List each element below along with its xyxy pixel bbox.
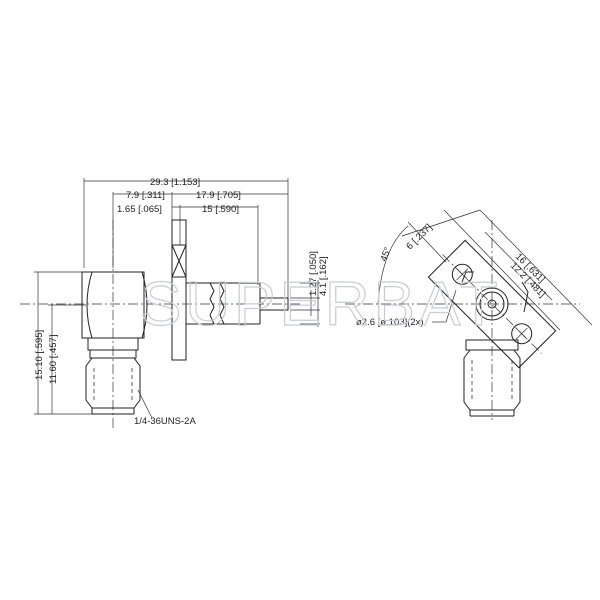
dim-angle: 45° (378, 246, 393, 263)
dim-overall-height: 15.10 [.595] (34, 330, 45, 380)
dim-flange-to-end: 17.9 [.705] (196, 190, 241, 201)
dim-hole-diameter: ø2.6 [ø.103](2x) (356, 317, 424, 328)
dim-dielectric-diameter: 4.1 [.162] (318, 256, 329, 296)
dim-body-height: 11.60 [.457] (48, 335, 59, 384)
watermark: SUPERBAT (140, 270, 502, 339)
dim-pin-length: 15 [.590] (202, 204, 239, 215)
dim-pin-diameter: 1.27 [.050] (308, 251, 319, 296)
dim-hole-offset: 6 [.237] (404, 222, 434, 252)
dim-body-to-flange: 7.9 [.311] (126, 190, 165, 201)
side-view: 29.3 [1.153] 7.9 [.311] 17.9 [.705] 1.65… (20, 177, 329, 430)
dim-overall-length: 29.3 [1.153] (150, 177, 200, 188)
thread-callout: 1/4-36UNS-2A (134, 416, 196, 427)
dim-flange-thickness: 1.65 [.065] (117, 204, 162, 215)
